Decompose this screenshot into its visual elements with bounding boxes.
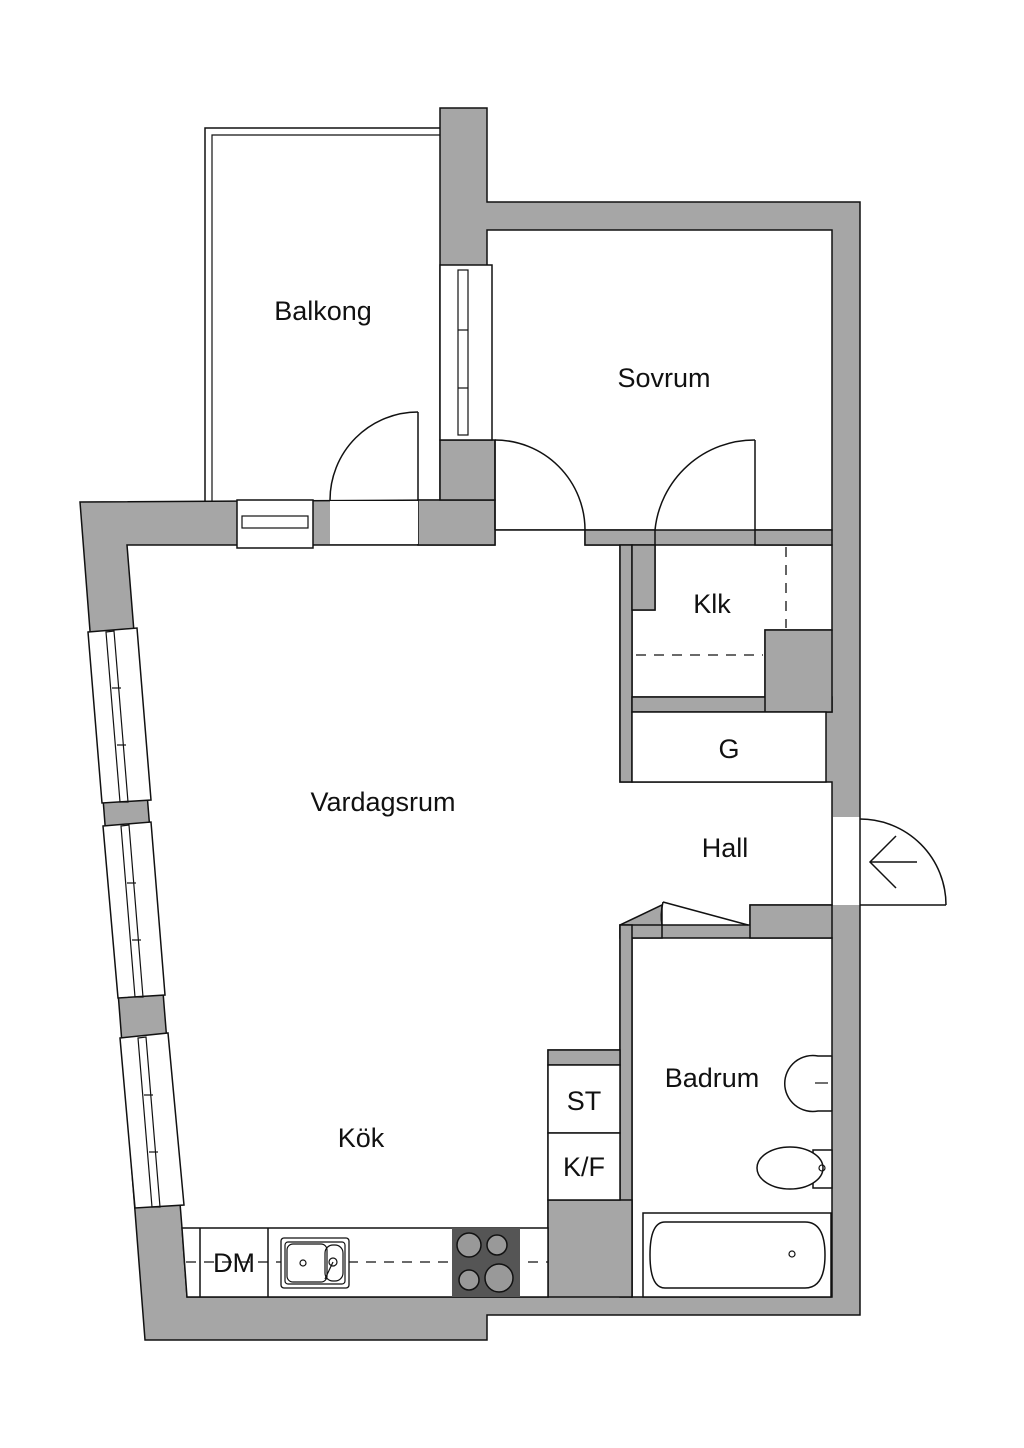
fixture-label-dishwasher: DM	[213, 1248, 255, 1278]
bedroom-area	[486, 229, 833, 531]
window-left-1	[87, 627, 152, 804]
bedroom-door-1[interactable]	[494, 439, 586, 531]
balcony-door[interactable]	[329, 411, 419, 544]
window-left-2	[102, 821, 166, 999]
bathroom-door[interactable]	[660, 901, 749, 926]
stove	[452, 1228, 520, 1297]
entry-door[interactable]	[833, 817, 947, 906]
room-label-balcony: Balkong	[274, 296, 372, 326]
fixture-label-fridge-freezer: K/F	[563, 1152, 605, 1182]
room-label-bedroom: Sovrum	[617, 363, 710, 393]
room-label-kitchen: Kök	[338, 1123, 385, 1153]
storage-cabinet	[547, 1064, 621, 1134]
kitchen-counter	[181, 1227, 549, 1298]
fixture-label-storage: ST	[567, 1086, 602, 1116]
fridge-freezer	[547, 1132, 621, 1201]
room-label-bathroom: Badrum	[665, 1063, 760, 1093]
toilet	[756, 1146, 833, 1190]
room-label-living-room: Vardagsrum	[310, 787, 455, 817]
entry-arrow-icon	[868, 835, 917, 889]
window-bedroom-wall	[439, 264, 493, 441]
closet-door[interactable]	[654, 439, 756, 531]
window-left-3	[119, 1032, 185, 1209]
bathtub	[642, 1212, 832, 1298]
window-balcony-wall	[236, 499, 314, 549]
room-label-closet: Klk	[693, 589, 731, 619]
washbasin	[784, 1054, 833, 1113]
balcony-outline	[204, 127, 444, 503]
room-label-wardrobe: G	[718, 734, 739, 764]
room-label-hall: Hall	[702, 833, 749, 863]
sink	[280, 1237, 350, 1289]
wardrobe	[631, 711, 827, 783]
